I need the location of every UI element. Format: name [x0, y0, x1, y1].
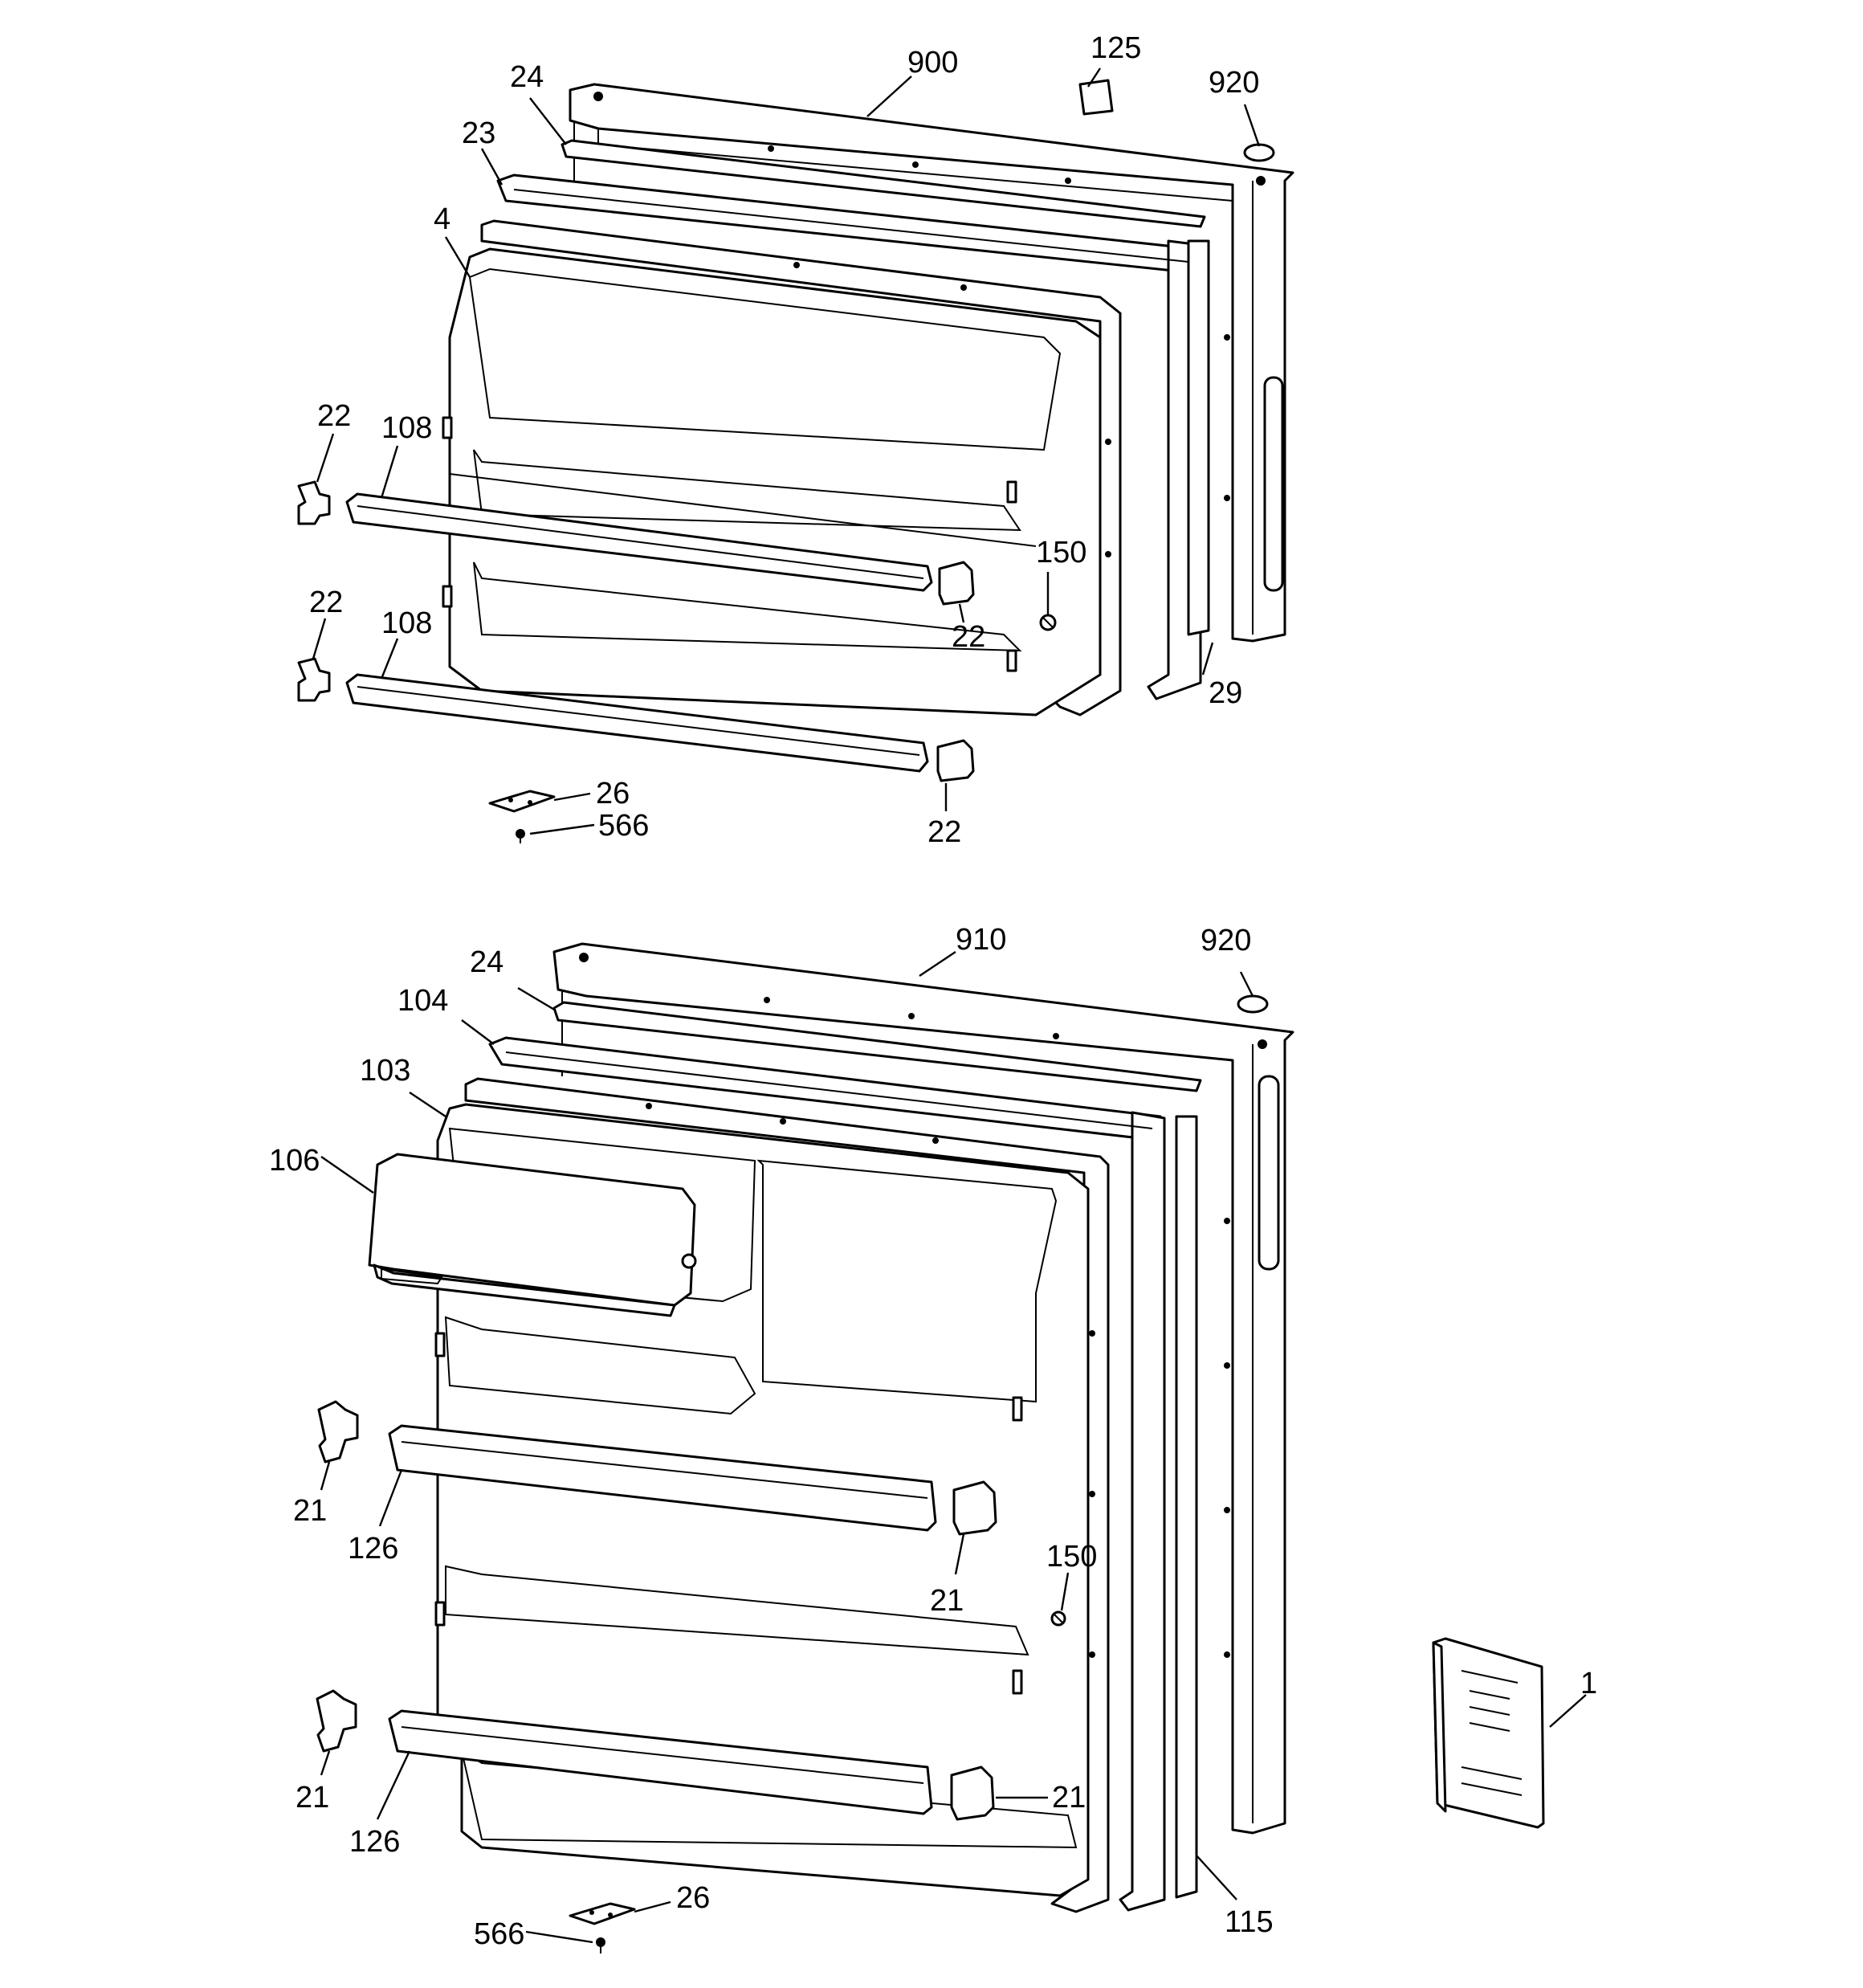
- callout-115: 115: [1225, 1905, 1274, 1939]
- callout-126-lower: 126: [349, 1825, 400, 1859]
- fresh-food-trim-top: [552, 1001, 1202, 1092]
- callout-29: 29: [1209, 676, 1242, 710]
- freezer-shelf-lower: [345, 673, 929, 773]
- freezer-stud-left-lower: [297, 657, 331, 702]
- callout-22-left-upper: 22: [317, 399, 351, 433]
- fresh-food-hinge-plate: [569, 1902, 636, 1925]
- callout-900: 900: [907, 46, 958, 80]
- fresh-food-gasket: [488, 1036, 1166, 1912]
- owners-manual: 1: [1432, 1637, 1597, 1829]
- freezer-plug: [1243, 143, 1275, 162]
- callout-910: 910: [956, 923, 1006, 957]
- freezer-hinge-screw: [516, 829, 525, 843]
- callout-22-left-lower: 22: [309, 586, 343, 619]
- fresh-food-stud-right-lower: [950, 1766, 995, 1821]
- callout-106: 106: [269, 1144, 320, 1178]
- freezer-hinge-plate: [488, 790, 556, 813]
- fresh-food-screw: [1050, 1610, 1066, 1627]
- callout-108-upper: 108: [381, 411, 432, 445]
- fresh-food-stud-left-lower: [316, 1689, 357, 1753]
- callout-24-freezer: 24: [510, 60, 544, 94]
- fresh-food-door-assembly: 910 920 24 104 103 106 21 126 21 150 21 …: [269, 923, 1294, 1953]
- callout-26-freezer: 26: [596, 777, 630, 810]
- freezer-outer-door: [569, 83, 1294, 643]
- freezer-door-liner: [442, 219, 1122, 716]
- callout-21-left-upper: 21: [293, 1494, 327, 1528]
- fresh-food-shelf-lower: [388, 1709, 933, 1815]
- callout-22-right-lower: 22: [927, 815, 961, 849]
- callout-125: 125: [1090, 31, 1141, 65]
- callout-150-freezer: 150: [1036, 536, 1086, 569]
- callout-920-fresh: 920: [1201, 924, 1251, 957]
- callout-566-fresh: 566: [474, 1917, 524, 1951]
- callout-21-right-upper: 21: [930, 1584, 964, 1618]
- callout-126-upper: 126: [348, 1532, 398, 1565]
- callout-108-lower: 108: [381, 606, 432, 640]
- callout-26-fresh: 26: [676, 1881, 710, 1915]
- fresh-food-stud-left-upper: [317, 1400, 359, 1463]
- freezer-stud-right-lower: [936, 739, 975, 782]
- freezer-stud-right-upper: [938, 561, 975, 606]
- freezer-trim-side: [1187, 239, 1210, 636]
- freezer-label: [1078, 79, 1114, 116]
- callout-150-fresh: 150: [1046, 1540, 1097, 1574]
- freezer-trim-top: [561, 139, 1206, 228]
- callout-104: 104: [397, 984, 448, 1018]
- callout-23: 23: [462, 116, 495, 150]
- callout-24-fresh: 24: [470, 945, 503, 979]
- fresh-food-plug: [1237, 994, 1269, 1014]
- freezer-stud-left-upper: [297, 480, 331, 525]
- freezer-screw: [1039, 614, 1057, 631]
- callout-103: 103: [360, 1054, 410, 1088]
- callout-22-right-upper: 22: [952, 620, 985, 654]
- fresh-food-shelf-upper: [388, 1424, 937, 1532]
- callout-4: 4: [434, 202, 450, 236]
- callout-566-freezer: 566: [598, 809, 649, 843]
- callout-920-freezer: 920: [1209, 66, 1259, 100]
- fresh-food-hinge-screw: [596, 1937, 605, 1953]
- callout-21-right-lower: 21: [1052, 1781, 1086, 1815]
- callout-1: 1: [1580, 1667, 1597, 1700]
- fresh-food-trim-side: [1175, 1115, 1198, 1899]
- fresh-food-stud-right-upper: [952, 1480, 997, 1536]
- callout-21-left-lower: 21: [296, 1781, 329, 1815]
- freezer-shelf-upper: [345, 492, 933, 592]
- fresh-food-dairy-door: [368, 1153, 697, 1317]
- freezer-door-assembly: 900 24 23 4 125 920 22 108 22 22 108 22 …: [297, 31, 1294, 849]
